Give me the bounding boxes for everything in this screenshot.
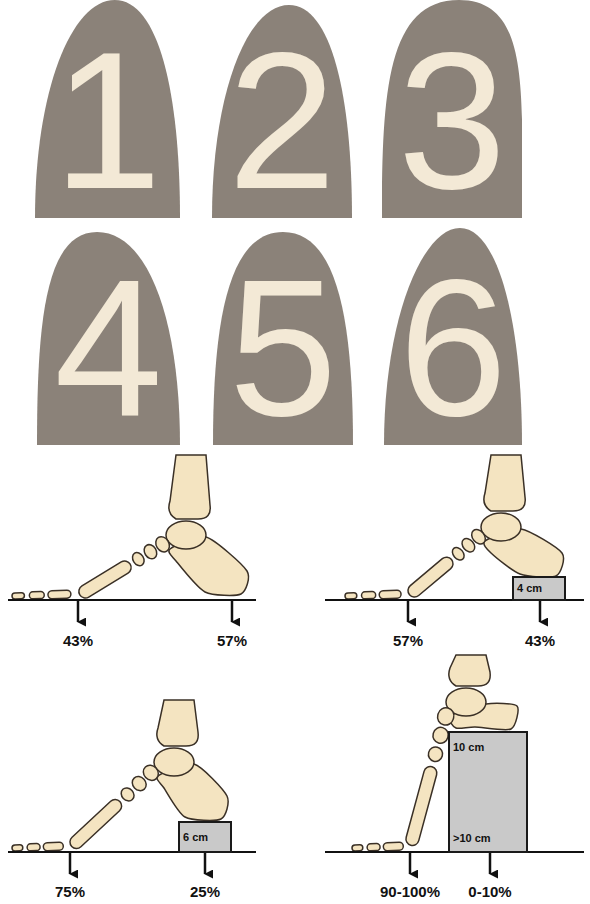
foot [325,655,584,874]
insole-number: 6 [399,250,507,445]
tibia [157,700,198,746]
bone [361,591,375,598]
bone [469,527,488,547]
tibia [449,655,490,686]
insole-shape: 3 [382,0,522,218]
bone [345,593,357,599]
ground-line [8,599,256,601]
insole-fill [37,232,180,445]
bone [27,843,40,850]
bone [367,843,380,850]
talus [166,521,206,549]
bone [67,797,124,851]
insole-number: 1 [53,23,161,218]
bone [48,590,71,599]
insole-number: 4 [54,250,162,445]
insole-number: 2 [228,23,336,218]
talus [481,513,521,541]
load-percentage: 43% [63,633,93,650]
height-label: 4 cm [517,582,542,595]
bone [12,593,25,599]
insole-fill [382,0,522,218]
load-percentage: 90-100% [380,884,440,901]
load-percentage: 43% [525,633,555,650]
tibia [484,455,525,511]
talus [154,748,194,776]
bone [436,706,456,727]
bone [29,591,44,598]
load-percentage: 25% [190,884,220,901]
insole-fill [212,5,352,218]
force-arrow [204,852,207,874]
force-arrow [409,852,412,874]
bone [352,845,363,851]
tibia [169,455,210,519]
insole-shape: 4 [37,232,180,445]
load-percentage: 57% [217,633,247,650]
force-arrow [407,600,410,622]
heel-block: 4 cm [512,576,566,601]
height-label: >10 cm [453,832,491,845]
force-arrow [77,600,80,622]
bone [12,845,23,851]
foot [325,455,584,622]
bone [140,762,161,783]
load-percentage: 57% [393,633,423,650]
bone [427,745,444,763]
height-label: 10 cm [453,741,484,754]
insole-fill [35,0,180,218]
load-percentage: 75% [55,884,85,901]
foot [8,455,256,622]
bone [404,765,438,847]
foot [8,700,256,874]
insole-number: 3 [398,23,506,218]
bone [405,554,455,599]
insole-shape: 6 [384,228,522,445]
insole-fill [213,232,353,445]
bone [43,842,63,851]
force-arrow [69,852,72,874]
insole-shape: 2 [212,5,352,218]
bone [153,534,172,554]
insole-shape: 5 [213,232,353,445]
insole-fill [384,228,522,445]
height-label: 6 cm [183,831,208,844]
bone [383,842,403,851]
heel-block: 6 cm [178,821,232,853]
force-arrow [539,600,542,622]
insole-number: 5 [229,250,337,445]
load-percentage: 0-10% [468,884,511,901]
insole-shape: 1 [35,0,180,218]
force-arrow [231,600,234,622]
heel-block: 10 cm >10 cm [448,731,528,853]
force-arrow [489,852,492,874]
bone [379,590,401,599]
bone [76,559,133,601]
